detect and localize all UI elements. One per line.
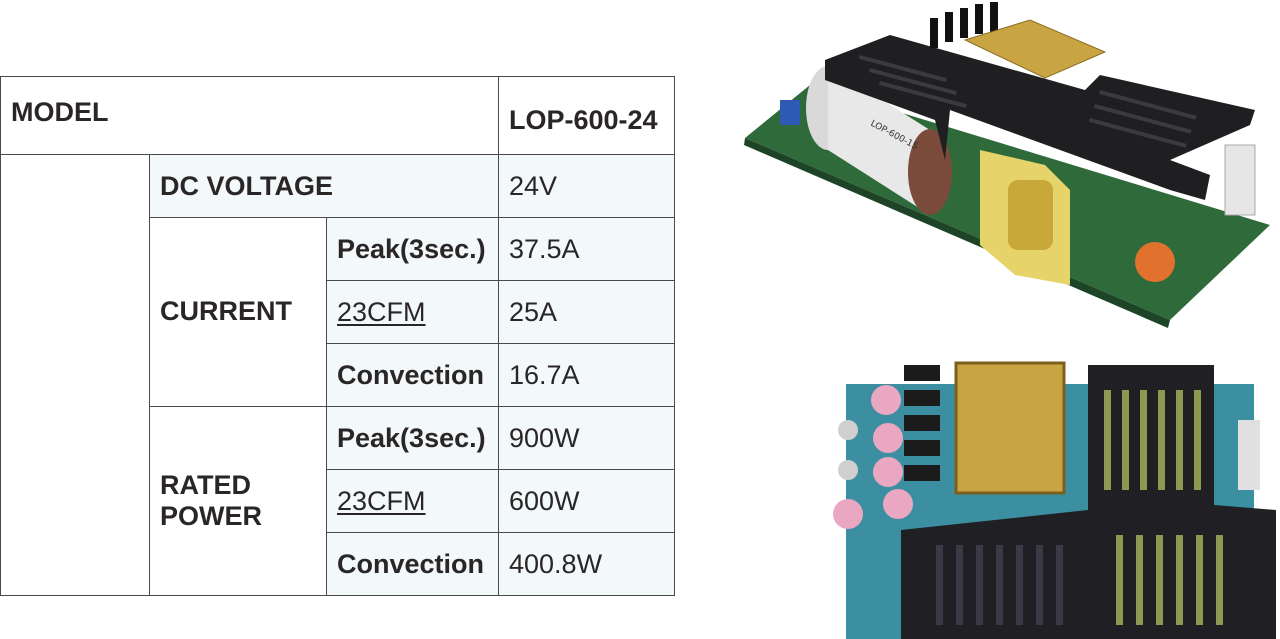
power-23cfm-value: 600W [498,469,675,533]
capacitor-label: LOP-600-15 [806,66,952,215]
power-row-23cfm: 23CFM 600W [1,469,675,533]
current-row-convection: Convection 16.7A [1,343,675,407]
heatsink-fins-top [904,365,940,481]
dc-voltage-label: DC VOLTAGE [149,154,499,218]
rated-power-label: RATED POWER [149,406,327,596]
current-peak-condition: Peak(3sec.) [326,217,499,281]
model-label: MODEL [0,76,499,155]
transformer-top [954,361,1066,495]
rated-power-label-line2: POWER [160,501,263,531]
model-row: MODEL LOP-600-24 [0,76,675,155]
product-photo-top [833,361,1276,639]
heatsink-fins [930,2,998,48]
product-photo-angled: LOP-600-15 [744,2,1270,328]
rated-power-label-line1: RATED [160,469,251,500]
model-value: LOP-600-24 [498,76,675,155]
spec-table: MODEL LOP-600-24 DC VOLTAGE 24V CURRENT … [0,76,675,596]
power-row-convection: Convection 400.8W [1,532,675,596]
power-peak-value: 900W [498,406,675,470]
connector [1224,144,1256,216]
current-convection-value: 16.7A [498,343,675,407]
power-23cfm-condition: 23CFM [337,485,426,516]
power-convection-condition: Convection [326,532,499,596]
current-row-23cfm: 23CFM 25A [1,280,675,344]
power-peak-condition: Peak(3sec.) [326,406,499,470]
orange-capacitor [1135,242,1175,282]
power-convection-value: 400.8W [498,532,675,596]
connector-top [1238,420,1260,490]
blank-cell [0,154,150,596]
current-label: CURRENT [149,217,327,407]
capacitors [833,385,913,529]
dc-voltage-value: 24V [498,154,675,218]
current-peak-value: 37.5A [498,217,675,281]
current-23cfm-condition: 23CFM [337,296,426,327]
current-23cfm-value: 25A [498,280,675,344]
transformer [963,19,1107,79]
current-convection-condition: Convection [326,343,499,407]
dc-voltage-row: DC VOLTAGE 24V [0,154,675,596]
